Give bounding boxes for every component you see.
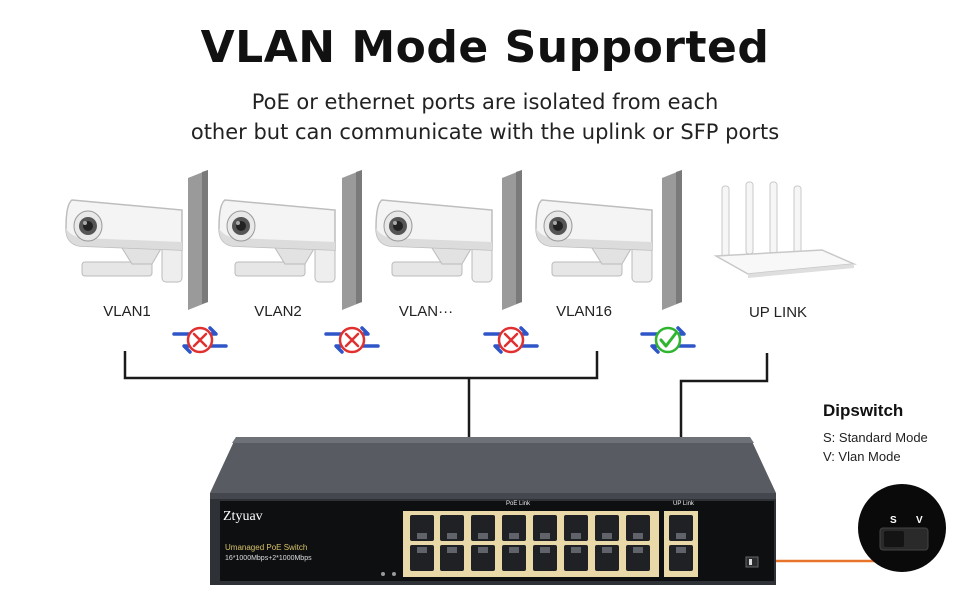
- camera-icon: [535, 199, 653, 283]
- blocked-icon: [324, 326, 380, 354]
- poe-switch: [210, 437, 776, 585]
- switch-spec: 16*1000Mbps+2*1000Mbps: [225, 555, 312, 562]
- allowed-icon: [640, 326, 696, 354]
- camera-icon: [65, 199, 183, 283]
- dipswitch-key-s: S: [890, 515, 897, 526]
- dipswitch-key-v: V: [916, 515, 923, 526]
- isolation-wall: [340, 170, 364, 310]
- switch-model: Umanaged PoE Switch: [225, 543, 308, 552]
- camera-icon: [375, 199, 493, 283]
- dipswitch-title: Dipswitch: [823, 401, 904, 420]
- dipswitch-standard-mode: S: Standard Mode: [823, 430, 928, 445]
- device-label-vlan2: VLAN2: [254, 303, 302, 320]
- device-label-vlan1: VLAN1: [103, 303, 151, 320]
- uplink-label: UP Link: [673, 501, 694, 507]
- subtitle-line-1: PoE or ethernet ports are isolated from …: [251, 90, 719, 114]
- device-label-uplink: UP LINK: [748, 304, 808, 321]
- isolation-wall: [186, 170, 210, 310]
- isolation-wall: [500, 170, 524, 310]
- camera-icon: [218, 199, 336, 283]
- switch-brand: Ztyuav: [223, 509, 263, 524]
- device-label-vlan-more: VLAN···: [398, 303, 454, 320]
- blocked-icon: [172, 326, 228, 354]
- subtitle-line-2: other but can communicate with the uplin…: [190, 120, 780, 144]
- dipswitch-zoom: S V: [858, 484, 946, 572]
- blocked-icon: [483, 326, 539, 354]
- device-label-vlan16: VLAN16: [556, 303, 612, 320]
- page-title: VLAN Mode Supported: [200, 22, 770, 73]
- dipswitch-vlan-mode: V: Vlan Mode: [823, 449, 901, 464]
- poe-link-label: PoE Link: [506, 501, 531, 507]
- router-icon: [713, 181, 857, 278]
- isolation-wall: [660, 170, 684, 310]
